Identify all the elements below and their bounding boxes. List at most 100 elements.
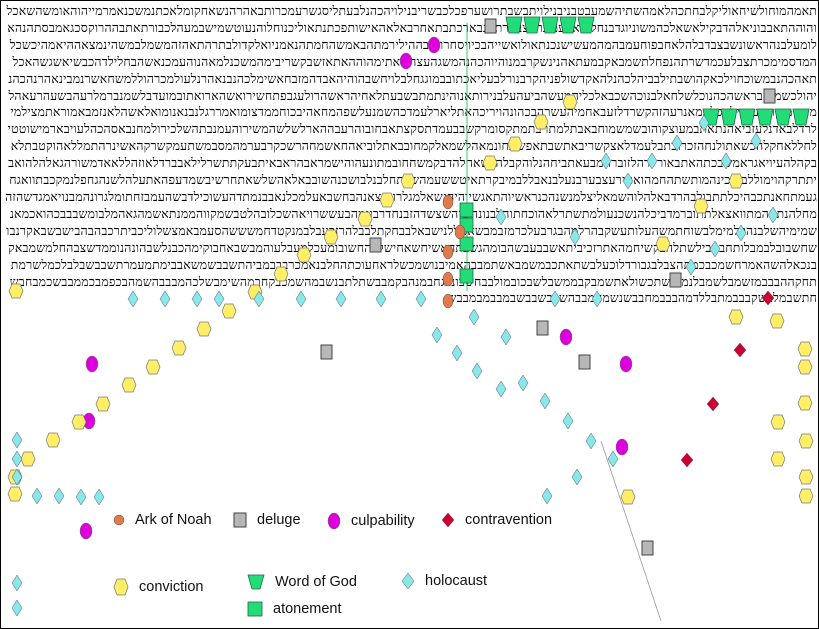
- holocaust-marker: [468, 308, 480, 326]
- culpability-marker: [619, 355, 633, 373]
- deluge-marker: [369, 237, 382, 253]
- conviction-marker: [20, 451, 36, 467]
- holocaust-marker: [31, 487, 43, 505]
- holocaust-marker: [735, 224, 747, 242]
- holocaust-marker: [685, 258, 697, 276]
- holocaust-marker: [698, 114, 710, 132]
- holocaust-marker: [295, 290, 307, 308]
- culpability-marker: [79, 522, 93, 540]
- holocaust-marker: [646, 152, 658, 170]
- conviction-marker: [379, 192, 395, 208]
- conviction-marker: [273, 266, 289, 282]
- word-of-god-marker: [541, 16, 559, 34]
- holocaust-marker: [93, 488, 105, 506]
- holocaust-marker: [709, 240, 721, 258]
- conviction-marker: [728, 173, 744, 189]
- holocaust-marker: [471, 362, 483, 380]
- holocaust-marker: [571, 468, 583, 486]
- word-of-god-marker: [505, 16, 523, 34]
- conviction-marker: [121, 377, 137, 393]
- green-square-icon: [247, 601, 263, 617]
- holocaust-marker: [11, 599, 23, 617]
- conviction-marker: [71, 414, 87, 430]
- holocaust-marker: [585, 432, 597, 450]
- legend-label-contravention: contravention: [465, 512, 553, 528]
- conviction-marker: [562, 94, 578, 110]
- legend-item-conviction: conviction: [113, 578, 203, 596]
- ark-of-noah-marker: [442, 271, 454, 287]
- legend-item-deluge: deluge: [233, 512, 301, 528]
- holocaust-marker: [53, 487, 65, 505]
- culpability-marker: [615, 438, 629, 456]
- holocaust-marker: [253, 290, 265, 308]
- ark-of-noah-marker: [442, 293, 454, 309]
- legend-item-word-of-god: Word of God: [247, 574, 357, 590]
- conviction-marker: [798, 433, 814, 449]
- conviction-marker: [798, 469, 814, 485]
- holocaust-marker: [607, 450, 619, 468]
- conviction-marker: [8, 283, 24, 299]
- contravention-marker: [733, 342, 747, 358]
- word-of-god-marker: [792, 108, 810, 126]
- holocaust-marker: [549, 290, 561, 308]
- conviction-marker: [400, 173, 416, 189]
- conviction-marker: [693, 198, 709, 214]
- holocaust-marker: [562, 412, 574, 430]
- deluge-marker: [536, 320, 549, 336]
- conviction-marker: [221, 303, 237, 319]
- culpability-marker: [427, 36, 441, 54]
- atonement-marker: [459, 202, 474, 218]
- legend-label-deluge: deluge: [257, 512, 301, 528]
- ark-of-noah-marker: [454, 224, 466, 240]
- legend-item-atonement: atonement: [247, 601, 342, 617]
- holocaust-marker: [495, 208, 507, 226]
- holocaust-marker: [622, 172, 634, 190]
- holocaust-marker: [767, 206, 779, 224]
- conviction-marker: [357, 211, 373, 227]
- conviction-marker: [296, 247, 312, 263]
- conviction-marker: [7, 486, 23, 502]
- conviction-marker: [323, 229, 339, 245]
- contravention-marker: [680, 452, 694, 468]
- conviction-marker: [95, 396, 111, 412]
- conviction-marker: [770, 451, 786, 467]
- culpability-marker: [559, 328, 573, 346]
- word-of-god-marker: [523, 16, 541, 34]
- conviction-marker: [797, 395, 813, 411]
- legend-label-conviction: conviction: [139, 579, 204, 595]
- holocaust-marker: [213, 290, 225, 308]
- conviction-marker: [798, 488, 814, 504]
- conviction-marker: [482, 155, 498, 171]
- word-of-god-marker: [720, 108, 738, 126]
- holocaust-marker: [159, 290, 171, 308]
- atonement-marker: [459, 236, 474, 252]
- legend-item-holocaust: holocaust: [401, 572, 487, 590]
- conviction-marker: [533, 114, 549, 130]
- legend-label-ark: Ark of Noah: [135, 512, 212, 528]
- word-of-god-marker: [559, 16, 577, 34]
- legend-item-culpability: culpability: [327, 512, 415, 530]
- legend-item-contravention: contravention: [441, 512, 552, 528]
- conviction-marker: [769, 313, 785, 329]
- holocaust-marker: [720, 152, 732, 170]
- deluge-marker: [578, 354, 591, 370]
- culpability-marker: [85, 355, 99, 373]
- holocaust-marker: [431, 326, 443, 344]
- conviction-marker: [728, 309, 744, 325]
- holocaust-marker: [191, 290, 203, 308]
- contravention-marker: [761, 290, 775, 306]
- legend-item-ark: Ark of Noah: [113, 512, 212, 528]
- legend-label-holocaust: holocaust: [425, 573, 488, 589]
- conviction-marker: [797, 341, 813, 357]
- deluge-marker: [320, 344, 333, 360]
- holocaust-marker: [495, 380, 507, 398]
- holocaust-marker: [11, 468, 23, 486]
- legend-label-culpability: culpability: [351, 513, 415, 529]
- deluge-marker: [669, 272, 682, 288]
- holocaust-marker: [335, 290, 347, 308]
- holocaust-marker: [127, 290, 139, 308]
- conviction-marker: [45, 432, 61, 448]
- holocaust-marker: [75, 488, 87, 506]
